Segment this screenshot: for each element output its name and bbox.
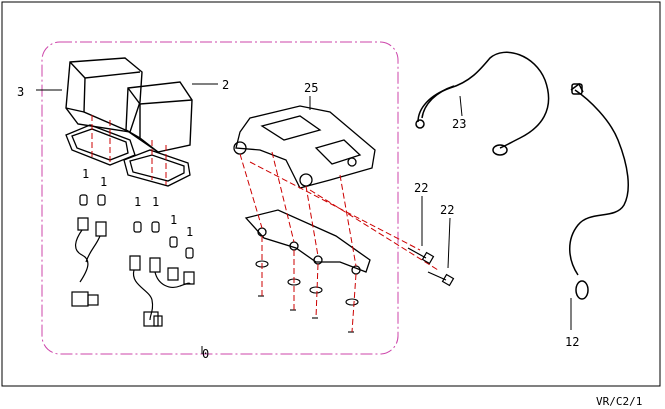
speedometer-cable (415, 51, 550, 156)
reference-code: VR/C2/1 (596, 395, 642, 408)
callout-25: 25 (304, 81, 318, 95)
callout-23: 23 (452, 117, 466, 131)
callout-1-b: 1 (100, 175, 107, 189)
callout-1-d: 1 (152, 195, 159, 209)
callout-12: 12 (565, 335, 579, 349)
callout-2: 2 (222, 78, 229, 92)
assembly-outline (41, 41, 399, 355)
callout-22-b: 22 (440, 203, 454, 217)
drop-lines (91, 115, 167, 185)
callout-leaders (36, 83, 572, 354)
bulb-sockets-right (129, 221, 195, 327)
bulb-sockets-left (71, 194, 107, 307)
callout-0: 0 (202, 347, 209, 361)
callout-1-a: 1 (82, 167, 89, 181)
meter-housing-left (65, 57, 143, 133)
tachometer-cable (569, 82, 629, 300)
diagram-frame (1, 1, 661, 387)
callout-3: 3 (17, 85, 24, 99)
callout-1-c: 1 (134, 195, 141, 209)
screws (407, 247, 455, 287)
callout-1-e: 1 (170, 213, 177, 227)
meter-bracket (233, 105, 376, 189)
callout-22-a: 22 (414, 181, 428, 195)
callout-1-f: 1 (186, 225, 193, 239)
bracket-drop-lines (239, 151, 439, 333)
washers-nuts (255, 260, 359, 333)
meter-housing-right (125, 81, 193, 153)
